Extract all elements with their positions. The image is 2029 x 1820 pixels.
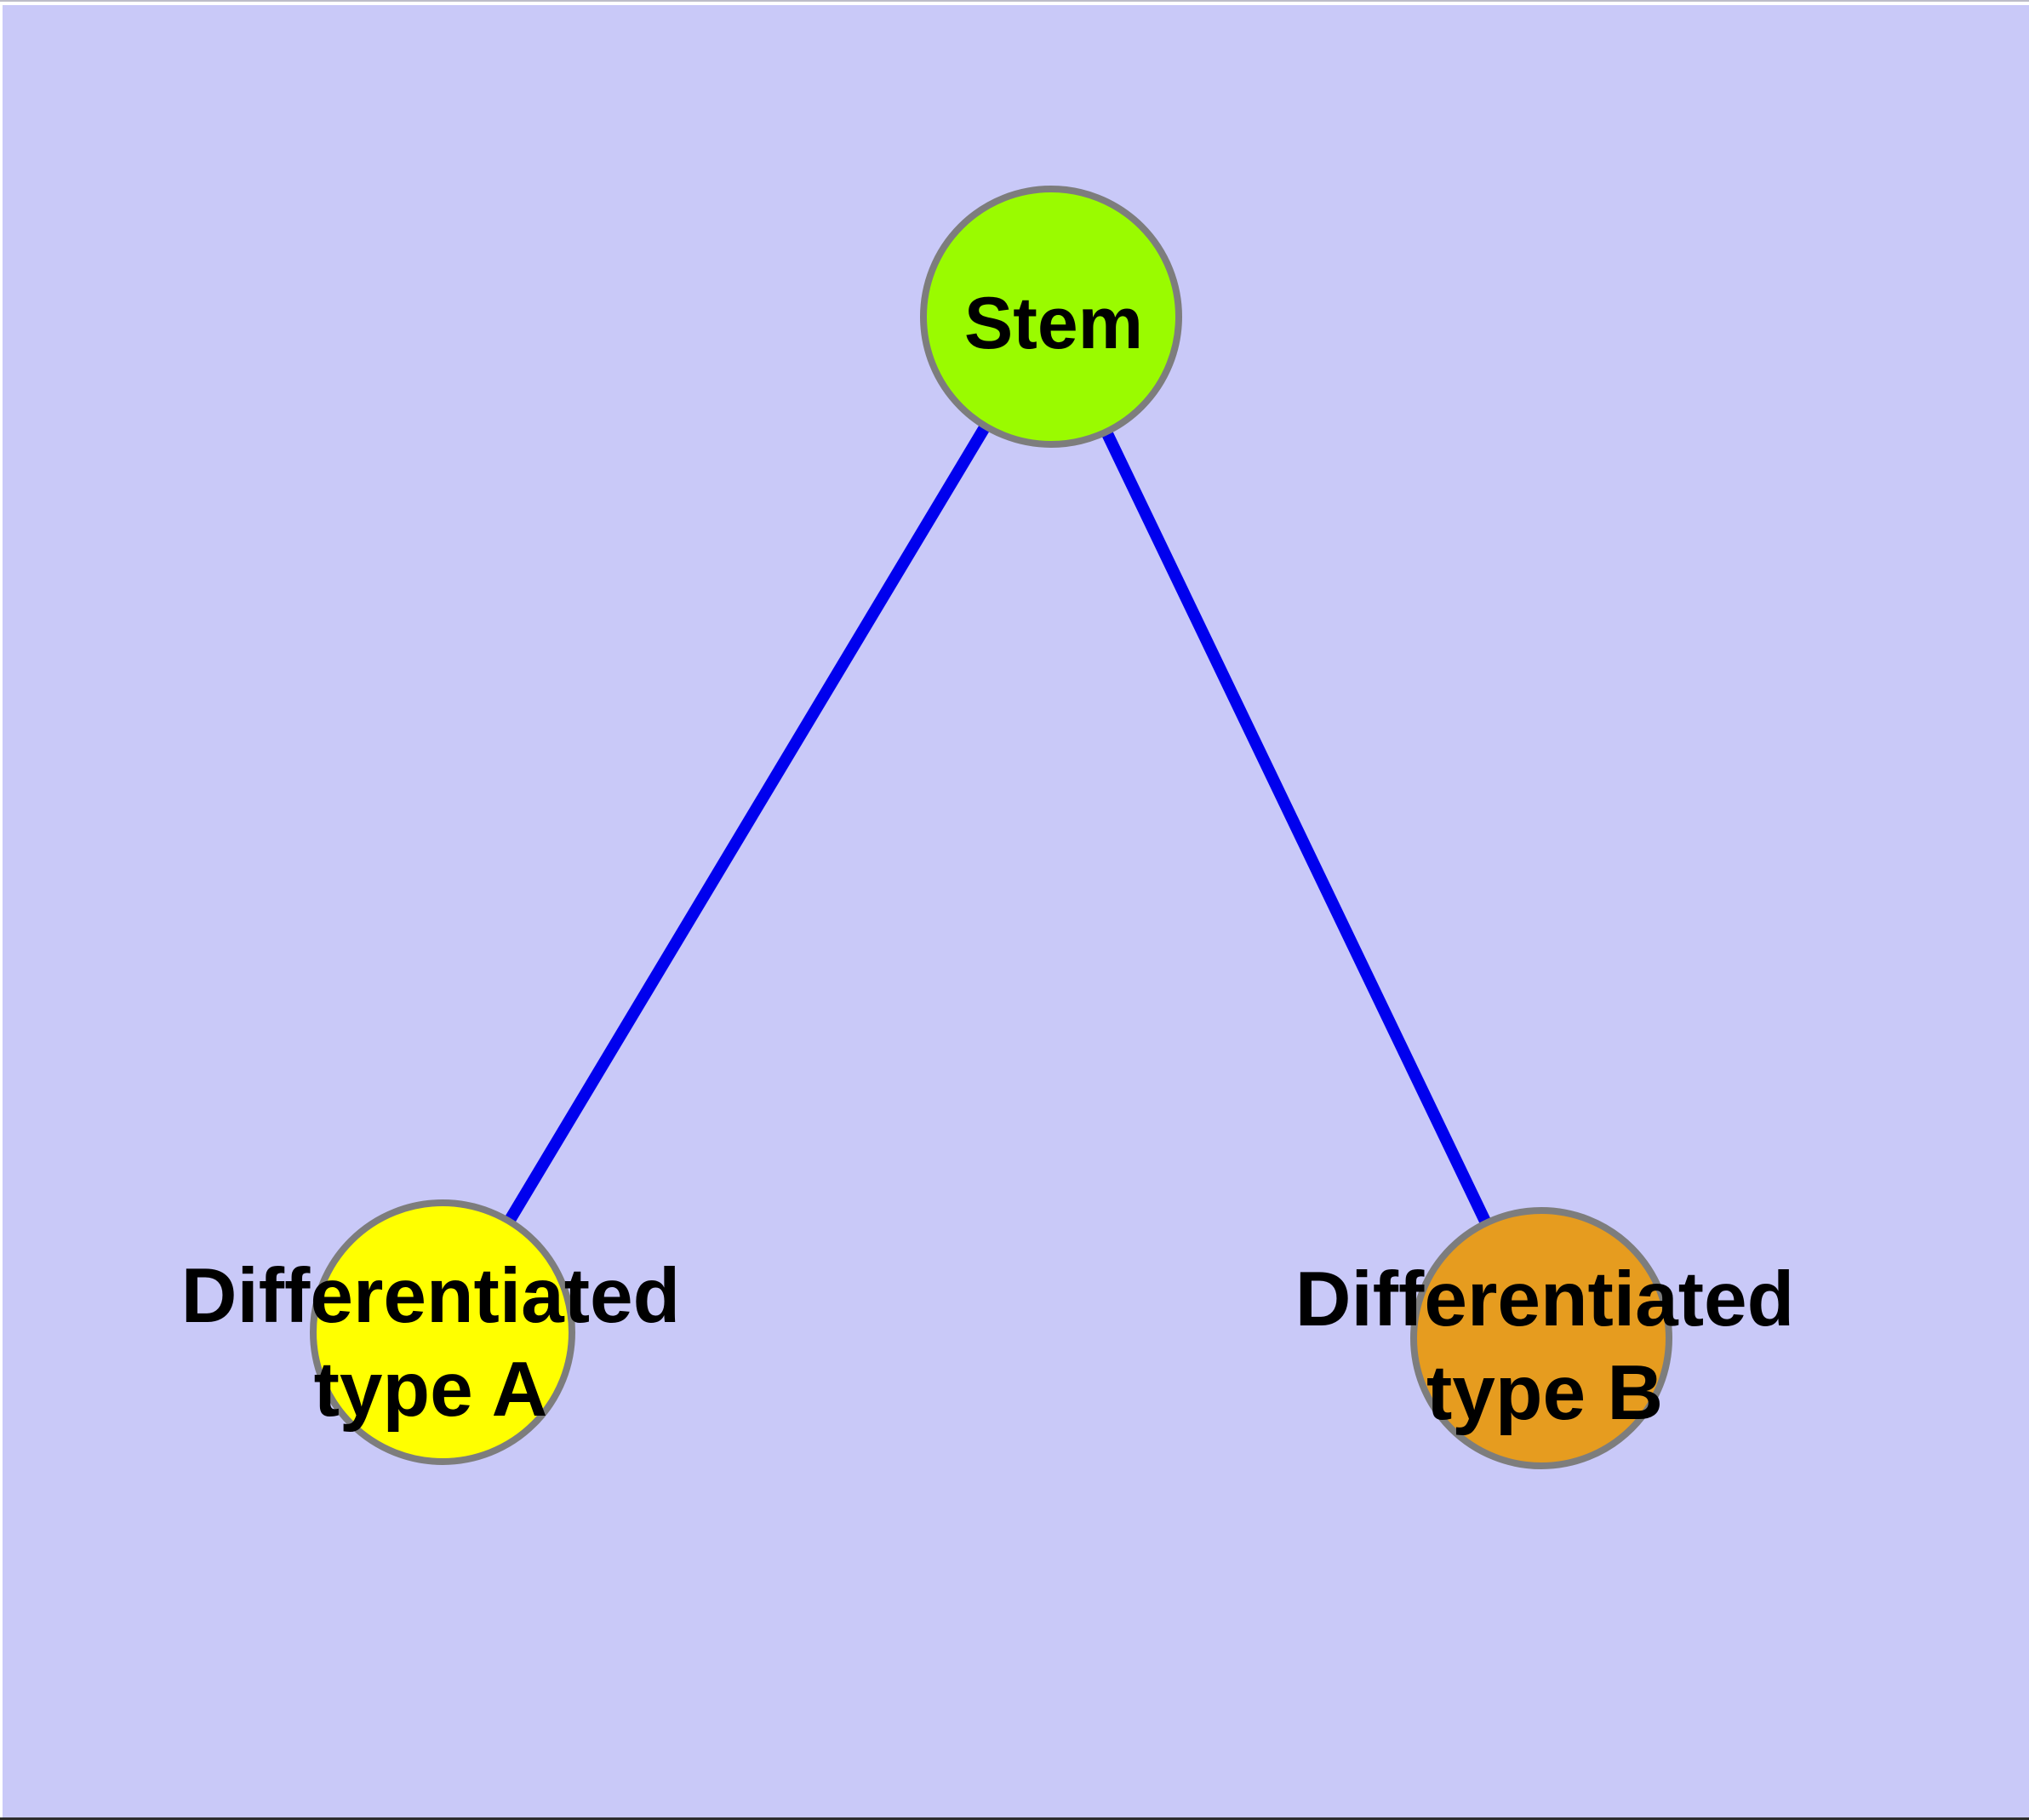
stem-node-circle	[920, 186, 1182, 448]
differentiated-type-a-node-circle	[310, 1199, 575, 1465]
stem-node-label: Stem	[964, 279, 1143, 368]
edge-stem-to-type-b	[1045, 313, 1547, 1342]
edge-stem-to-type-a	[437, 313, 1057, 1336]
type-b-label-line1: Differentiated	[1295, 1256, 1795, 1342]
differentiated-type-b-node-circle	[1410, 1207, 1672, 1469]
canvas-top-hairline	[0, 0, 2029, 2]
type-a-label-line1: Differentiated	[180, 1253, 681, 1339]
differentiated-type-a-node-label: Differentiated type A	[181, 1250, 681, 1437]
canvas-bottom-hairline	[0, 1817, 2029, 1820]
type-b-label-line2: type B	[1426, 1350, 1664, 1436]
type-a-label-line2: type A	[313, 1347, 548, 1433]
differentiated-type-b-node-label: Differentiated type B	[1295, 1253, 1795, 1440]
stem-node-label-text: Stem	[963, 283, 1144, 364]
